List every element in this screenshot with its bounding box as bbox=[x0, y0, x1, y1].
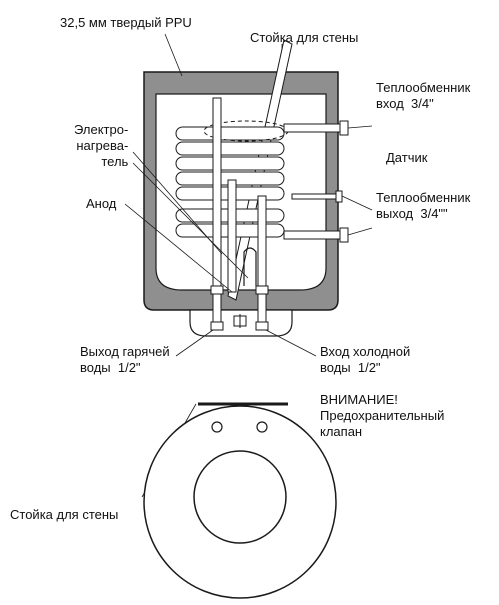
label-hx-outlet: Теплообменник выход 3/4"" bbox=[376, 190, 471, 221]
label-safety-valve-warning: ВНИМАНИЕ! Предохранительный клапан bbox=[320, 392, 445, 439]
label-wall-stand-top: Стойка для стены bbox=[250, 30, 359, 45]
sensor-pipe bbox=[291, 190, 343, 203]
label-hot-water-out: Выход гарячей воды 1/2" bbox=[80, 344, 170, 375]
label-ppu-insulation: 32,5 мм твердый PPU bbox=[60, 15, 192, 30]
vertical-pipes bbox=[210, 97, 269, 331]
label-hx-inlet: Теплообменник вход 3/4" bbox=[376, 80, 471, 111]
cold-water-pipe bbox=[257, 195, 267, 327]
anode-rod bbox=[227, 179, 237, 293]
label-wall-stand-bottom: Стойка для стены bbox=[10, 507, 119, 522]
label-sensor: Датчик bbox=[386, 150, 428, 165]
heat-exchanger-coil bbox=[175, 126, 285, 238]
hot-water-port bbox=[211, 421, 223, 433]
cold-water-port bbox=[256, 421, 268, 433]
heater-bottom-view bbox=[143, 402, 337, 599]
bottom-inner-circle bbox=[193, 450, 287, 544]
label-electric-heater: Электро- нагрева- тель bbox=[74, 122, 129, 169]
heater-element bbox=[243, 247, 257, 286]
label-anode: Анод bbox=[86, 196, 117, 211]
heater-side-view bbox=[124, 33, 373, 498]
leader-lines bbox=[124, 33, 373, 498]
label-cold-water-in: Вход холодной воды 1/2" bbox=[320, 344, 411, 375]
